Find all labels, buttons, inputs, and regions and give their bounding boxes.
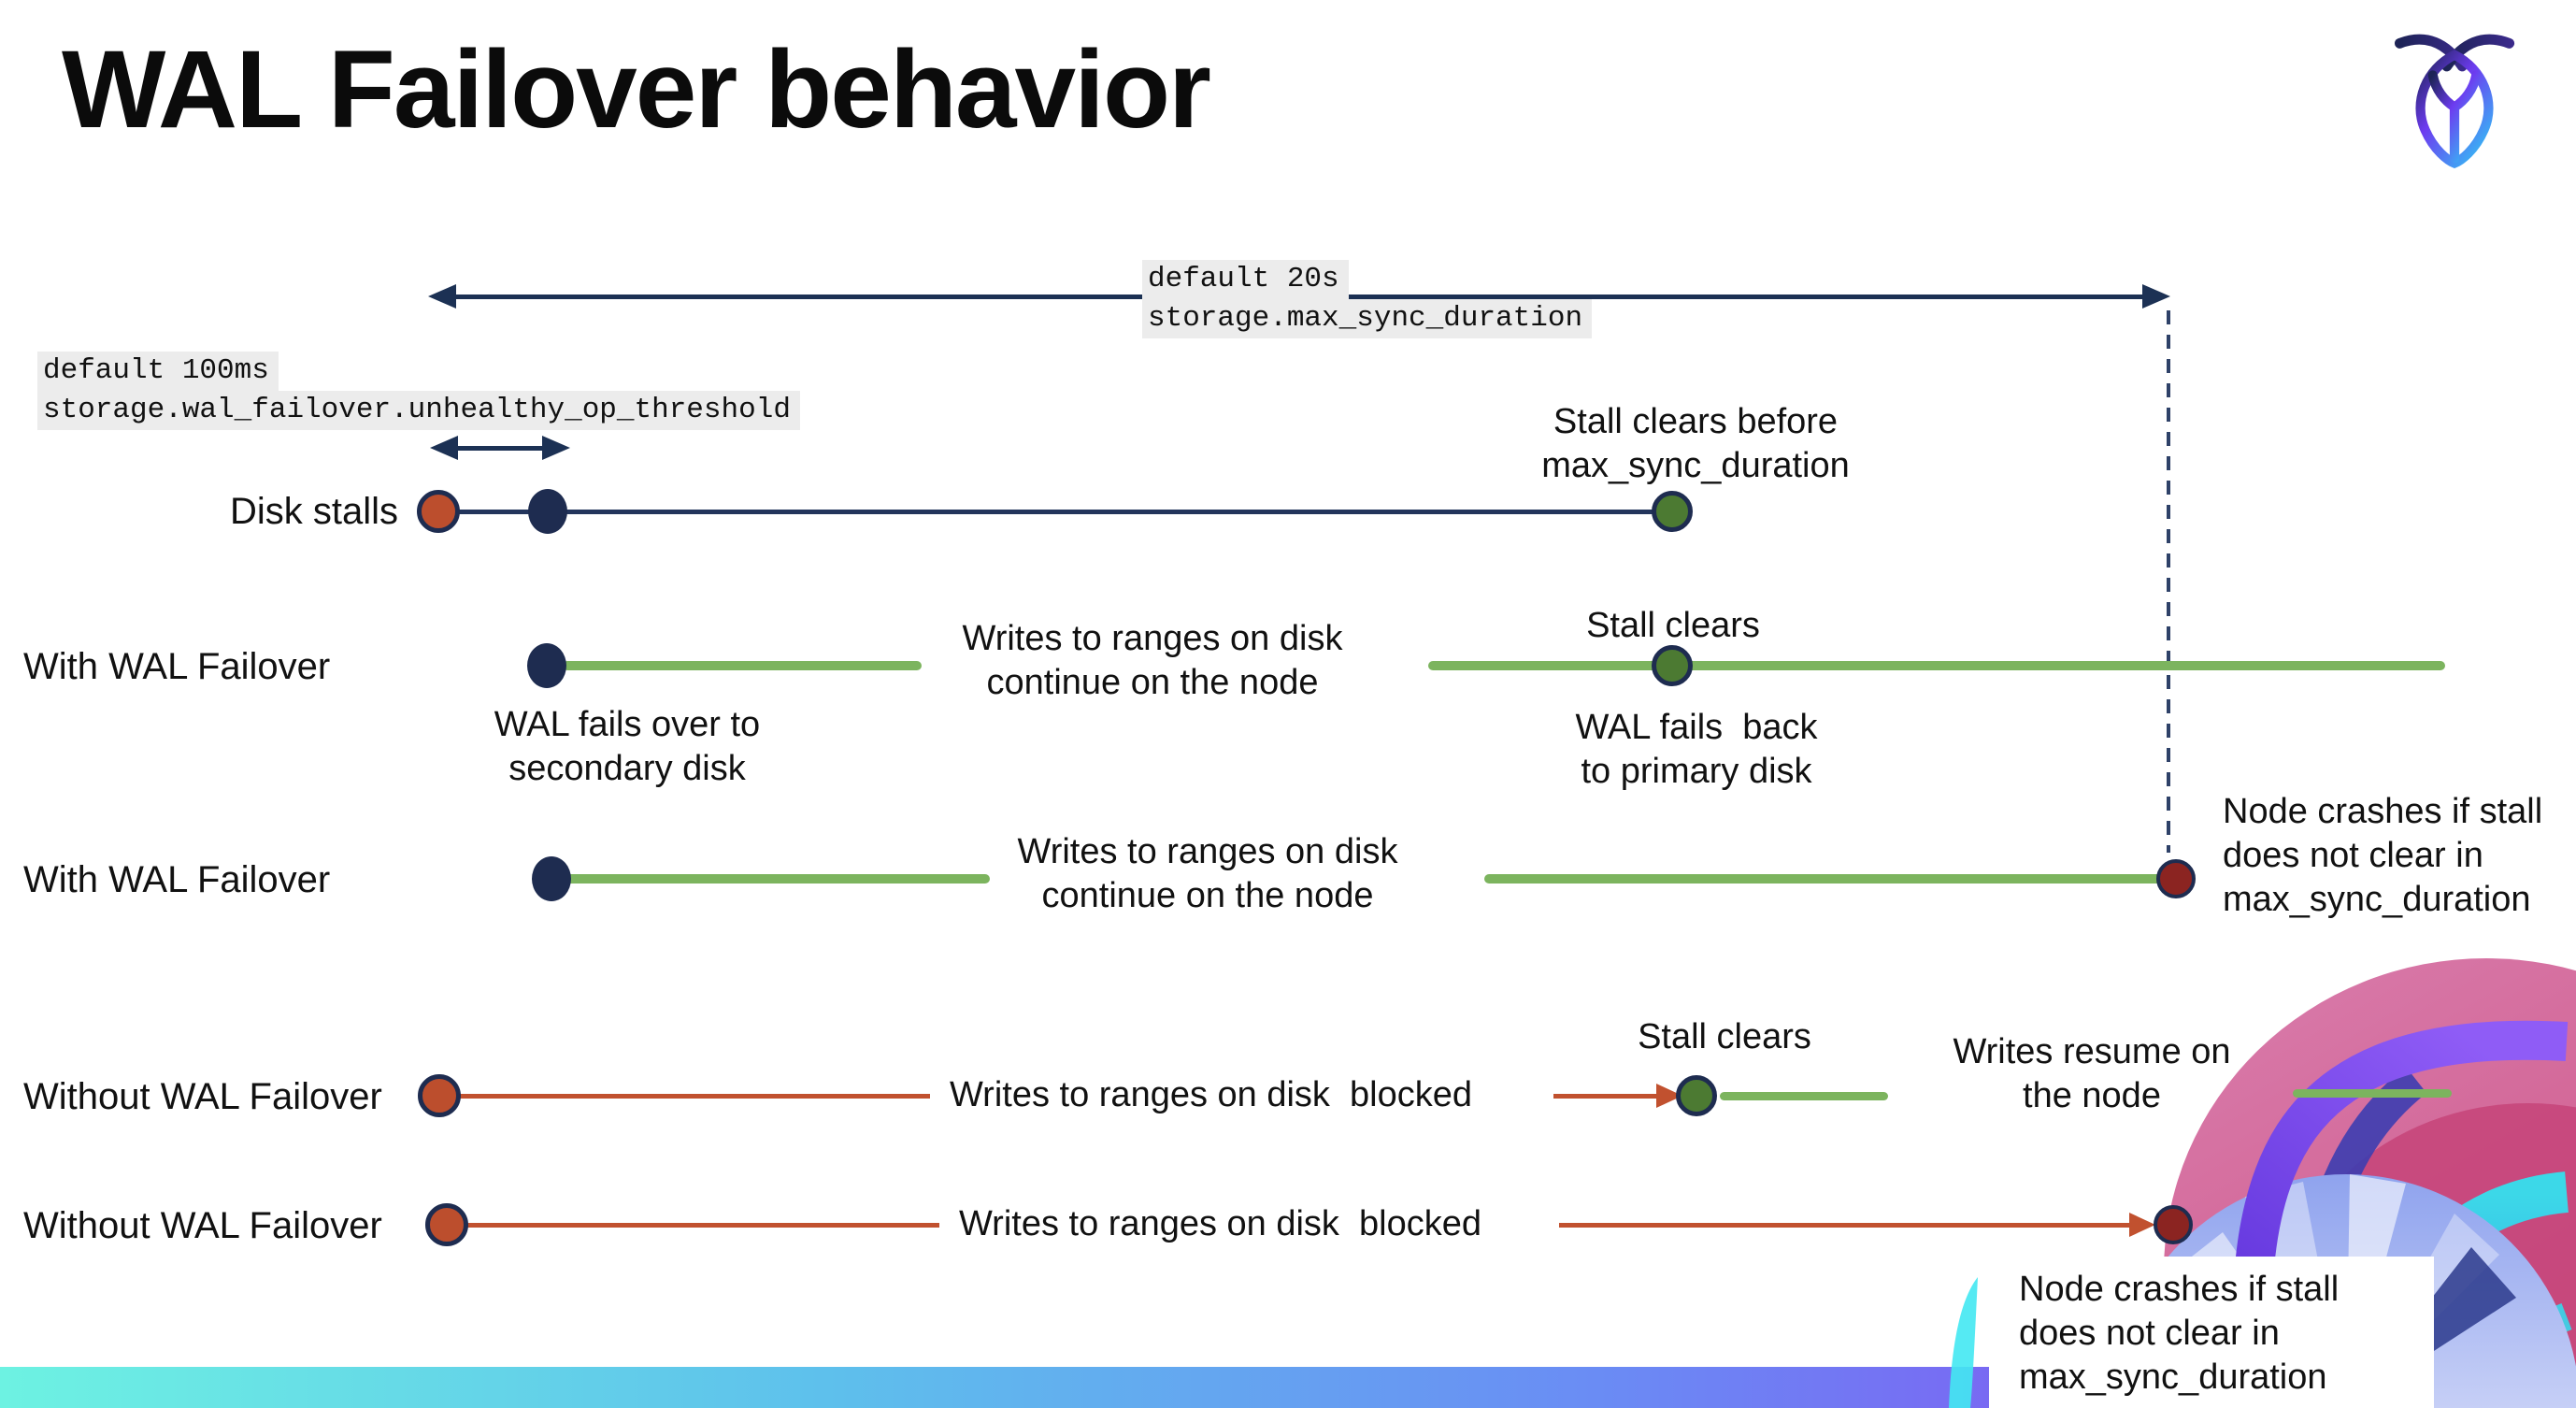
writes-continue-line-1a bbox=[563, 661, 922, 670]
threshold-arrow-line bbox=[454, 446, 544, 451]
node-crash-dot-1 bbox=[2156, 859, 2196, 898]
threshold-arrow-head-left-icon bbox=[430, 436, 458, 460]
stall-start-dot-3 bbox=[425, 1203, 468, 1246]
failover-note: WAL fails over to secondary disk bbox=[494, 705, 761, 788]
writes-continue-line-2b bbox=[1484, 874, 2176, 884]
writes-continue-line-2a bbox=[566, 874, 990, 884]
disk-stalls-timeline bbox=[438, 510, 1672, 514]
cockroachdb-logo-icon bbox=[2394, 34, 2515, 168]
writes-continue-line-1b bbox=[1428, 661, 2445, 670]
stall-clears-label-1: Stall clears bbox=[1586, 606, 1760, 645]
row-label-with-wal-failover-1: With WAL Failover bbox=[23, 646, 331, 687]
writes-blocked-note-1: Writes to ranges on disk blocked bbox=[950, 1075, 1473, 1114]
writes-resume-note: Writes resume on the node bbox=[1953, 1032, 2231, 1115]
row-label-without-wal-failover-1: Without WAL Failover bbox=[23, 1076, 382, 1117]
node-crash-note-1: Node crashes if stall does not clear in … bbox=[2223, 792, 2543, 919]
row-label-with-wal-failover-2: With WAL Failover bbox=[23, 859, 331, 900]
stall-clears-before-note: Stall clears before max_sync_duration bbox=[1541, 402, 1850, 485]
node-crash-dot-2 bbox=[2154, 1205, 2193, 1244]
stall-start-dot-2 bbox=[418, 1074, 461, 1117]
row-label-disk-stalls: Disk stalls bbox=[230, 491, 399, 532]
writes-blocked-note-2: Writes to ranges on disk blocked bbox=[959, 1204, 1482, 1243]
writes-blocked-line-1a bbox=[460, 1094, 930, 1099]
unhealthy-op-setting-name: storage.wal_failover.unhealthy_op_thresh… bbox=[37, 391, 800, 430]
stall-clears-dot-2 bbox=[1676, 1075, 1717, 1116]
failover-event-dot-2 bbox=[532, 856, 571, 901]
node-crash-note-2: Node crashes if stall does not clear in … bbox=[2019, 1270, 2340, 1397]
arrow-head-right-icon bbox=[2142, 284, 2170, 309]
blocked-arrow-head-icon-2 bbox=[2129, 1213, 2155, 1237]
node-crash-callout-box: Node crashes if stall does not clear in … bbox=[1989, 1257, 2434, 1408]
writes-resume-line-b bbox=[2293, 1089, 2452, 1098]
failover-event-dot-1 bbox=[527, 643, 566, 688]
max-sync-setting-label: default 20s storage.max_sync_duration bbox=[1142, 260, 1593, 338]
writes-continue-note-1: Writes to ranges on disk continue on the… bbox=[962, 619, 1343, 702]
stall-start-dot bbox=[417, 490, 460, 533]
writes-blocked-line-1b bbox=[1553, 1094, 1666, 1099]
stall-clears-dot bbox=[1652, 491, 1693, 532]
unhealthy-op-default-value: default 100ms bbox=[37, 352, 279, 391]
page-title: WAL Failover behavior bbox=[62, 28, 1211, 151]
unhealthy-op-setting-label: default 100ms storage.wal_failover.unhea… bbox=[37, 352, 800, 430]
arrow-head-left-icon bbox=[428, 284, 456, 309]
stall-clears-label-2: Stall clears bbox=[1638, 1017, 1811, 1056]
writes-blocked-line-2b bbox=[1559, 1223, 2131, 1228]
writes-resume-line-a bbox=[1720, 1092, 1888, 1100]
row-label-without-wal-failover-2: Without WAL Failover bbox=[23, 1205, 382, 1246]
writes-blocked-line-2a bbox=[467, 1223, 939, 1228]
failover-threshold-dot bbox=[528, 489, 567, 534]
max-sync-default-value: default 20s bbox=[1142, 260, 1349, 299]
writes-continue-note-2: Writes to ranges on disk continue on the… bbox=[1017, 832, 1398, 915]
failback-dot bbox=[1652, 645, 1693, 686]
max-sync-deadline-dashed-line bbox=[2167, 310, 2170, 853]
max-sync-setting-name: storage.max_sync_duration bbox=[1142, 299, 1593, 338]
threshold-arrow-head-right-icon bbox=[542, 436, 570, 460]
failback-note: WAL fails back to primary disk bbox=[1575, 708, 1818, 791]
